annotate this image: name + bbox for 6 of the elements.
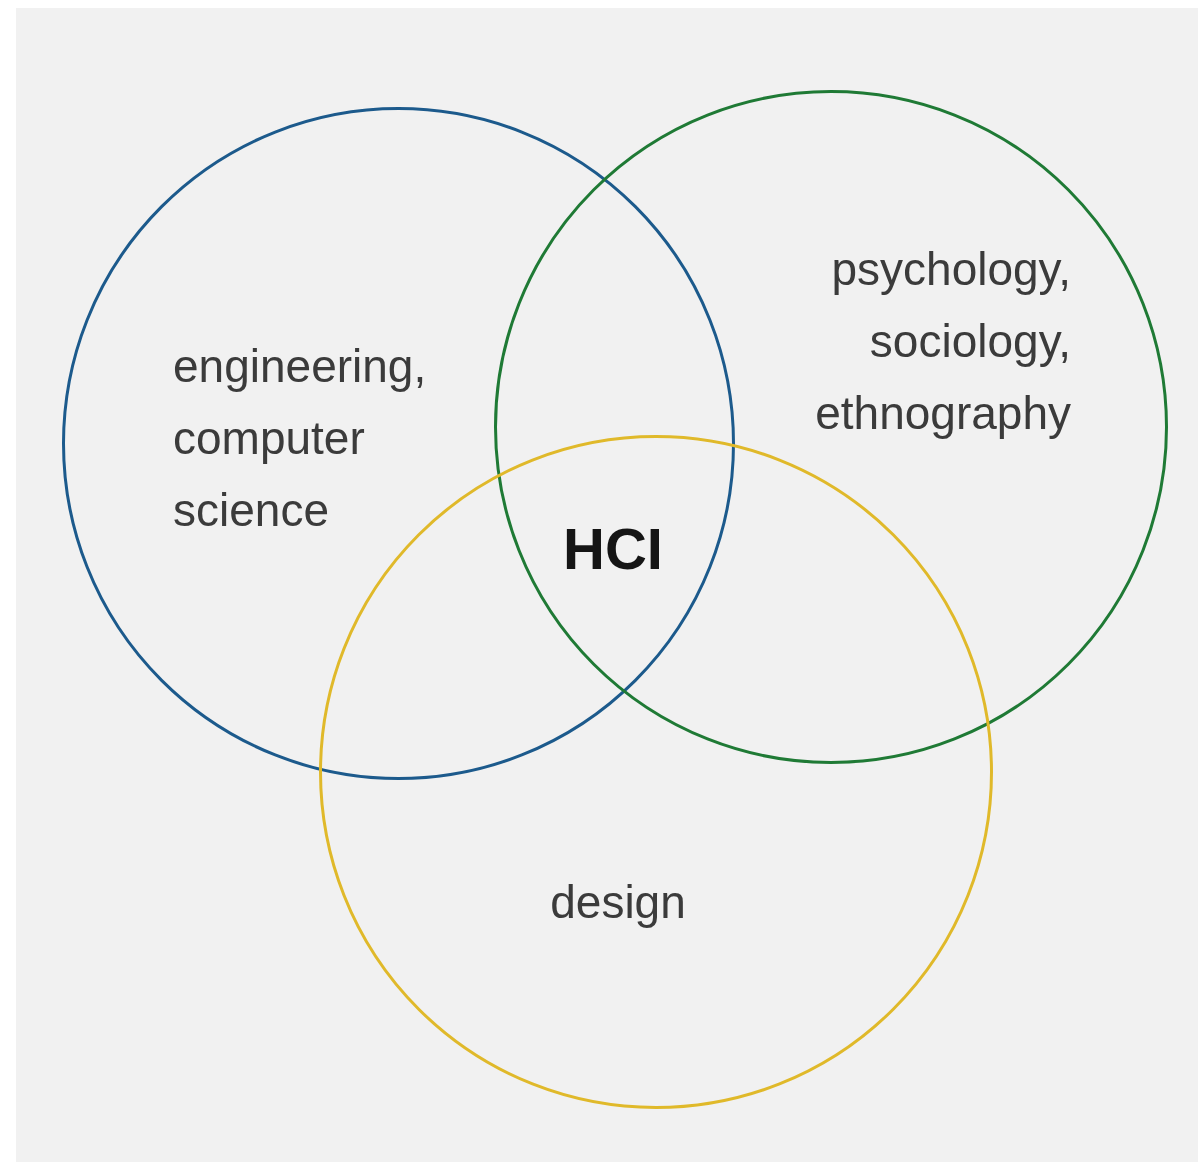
circle-label: psychology, sociology, ethnography xyxy=(814,242,1071,441)
venn-circle xyxy=(62,107,735,780)
center-label: HCI xyxy=(563,514,663,582)
circle-label: engineering, computer science xyxy=(173,339,428,538)
venn-circle xyxy=(494,90,1168,764)
circle-label: design xyxy=(549,875,687,930)
